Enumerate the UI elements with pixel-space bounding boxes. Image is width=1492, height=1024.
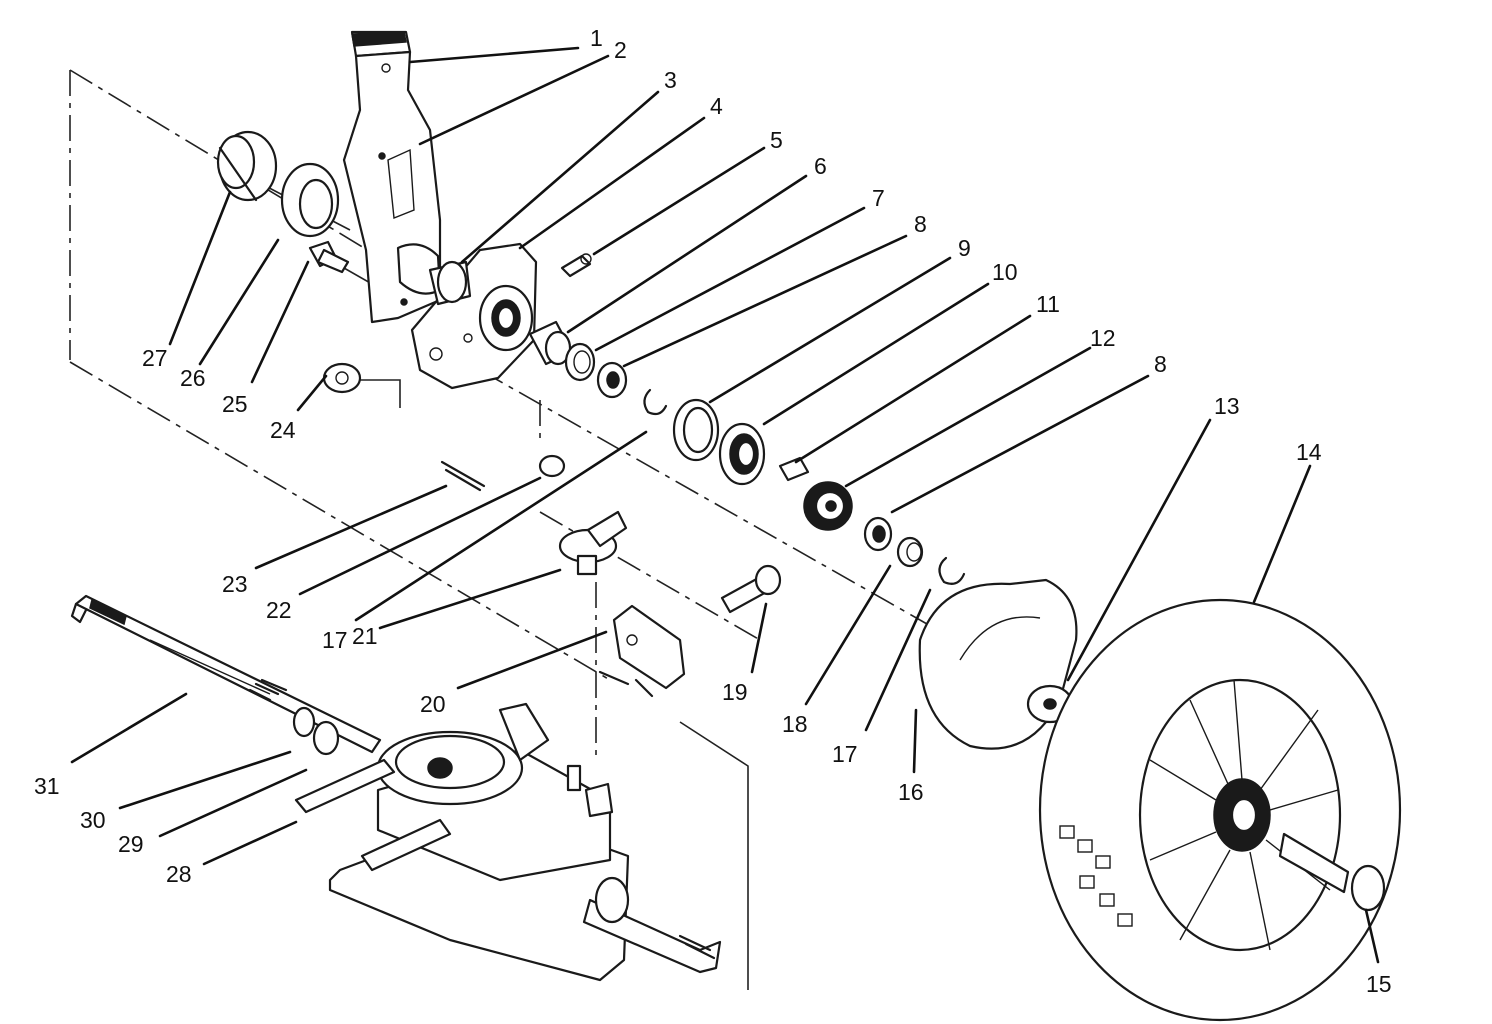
bracket-20 bbox=[598, 604, 686, 698]
callout-4: 4 bbox=[710, 93, 723, 119]
callout-13: 13 bbox=[1214, 393, 1240, 419]
callout-6: 6 bbox=[814, 153, 827, 179]
axle-bolt-15 bbox=[1278, 832, 1386, 912]
callout-19: 19 bbox=[722, 679, 748, 705]
callout-labels: 1 2 3 4 5 6 7 8 9 10 11 12 8 13 14 15 16… bbox=[34, 25, 1392, 997]
washer-26 bbox=[280, 162, 340, 238]
callout-18: 18 bbox=[782, 711, 808, 737]
callout-11: 11 bbox=[1036, 291, 1060, 317]
bolt-19 bbox=[720, 564, 782, 614]
bearing-9 bbox=[672, 398, 720, 462]
callout-16: 16 bbox=[898, 779, 924, 805]
callout-31: 31 bbox=[34, 773, 60, 799]
callout-10: 10 bbox=[992, 259, 1018, 285]
wheel-14 bbox=[1038, 598, 1402, 1022]
grease-fitting-5 bbox=[560, 253, 592, 278]
clip-17-lower bbox=[938, 556, 966, 585]
callout-5: 5 bbox=[770, 127, 783, 153]
callout-3: 3 bbox=[664, 67, 677, 93]
key-11 bbox=[778, 456, 810, 482]
callout-8b: 8 bbox=[1154, 351, 1167, 377]
clip-17-top bbox=[643, 388, 668, 416]
callout-30: 30 bbox=[80, 807, 106, 833]
hub-cap-16 bbox=[918, 578, 1078, 750]
washer-8-lower bbox=[863, 516, 893, 552]
tread-pattern bbox=[1059, 825, 1133, 927]
callout-8a: 8 bbox=[914, 211, 927, 237]
callout-21: 21 bbox=[352, 623, 378, 649]
bolt-25 bbox=[308, 240, 350, 274]
bushing-27 bbox=[216, 130, 278, 202]
ring-7 bbox=[564, 342, 596, 382]
callout-2: 2 bbox=[614, 37, 627, 63]
callout-23: 23 bbox=[222, 571, 248, 597]
callout-12: 12 bbox=[1090, 325, 1116, 351]
callout-7: 7 bbox=[872, 185, 885, 211]
callout-1: 1 bbox=[590, 25, 603, 51]
callout-15: 15 bbox=[1366, 971, 1392, 997]
callout-14: 14 bbox=[1296, 439, 1322, 465]
callout-28: 28 bbox=[166, 861, 192, 887]
pinion-gear-12 bbox=[803, 481, 853, 531]
leader-lines bbox=[70, 46, 1380, 964]
cam-21 bbox=[558, 510, 628, 576]
callout-9: 9 bbox=[958, 235, 971, 261]
spacer-18 bbox=[896, 536, 924, 568]
bearing-plate-assembly bbox=[410, 242, 538, 390]
drive-shaft bbox=[70, 594, 382, 756]
callout-25: 25 bbox=[222, 391, 248, 417]
transmission bbox=[294, 702, 722, 982]
washer-8-top bbox=[596, 361, 628, 399]
callout-24: 24 bbox=[270, 417, 296, 443]
nut-24 bbox=[322, 362, 362, 394]
callout-17b: 17 bbox=[322, 627, 348, 653]
nut-22 bbox=[538, 454, 566, 478]
cotter-pin-23 bbox=[440, 460, 486, 492]
callout-17a: 17 bbox=[832, 741, 858, 767]
bushing-6 bbox=[528, 320, 574, 366]
height-adjuster-lever bbox=[342, 30, 442, 324]
ratchet-10 bbox=[718, 422, 766, 486]
callout-20: 20 bbox=[420, 691, 446, 717]
callout-22: 22 bbox=[266, 597, 292, 623]
callout-26: 26 bbox=[180, 365, 206, 391]
callout-27: 27 bbox=[142, 345, 168, 371]
callout-29: 29 bbox=[118, 831, 144, 857]
